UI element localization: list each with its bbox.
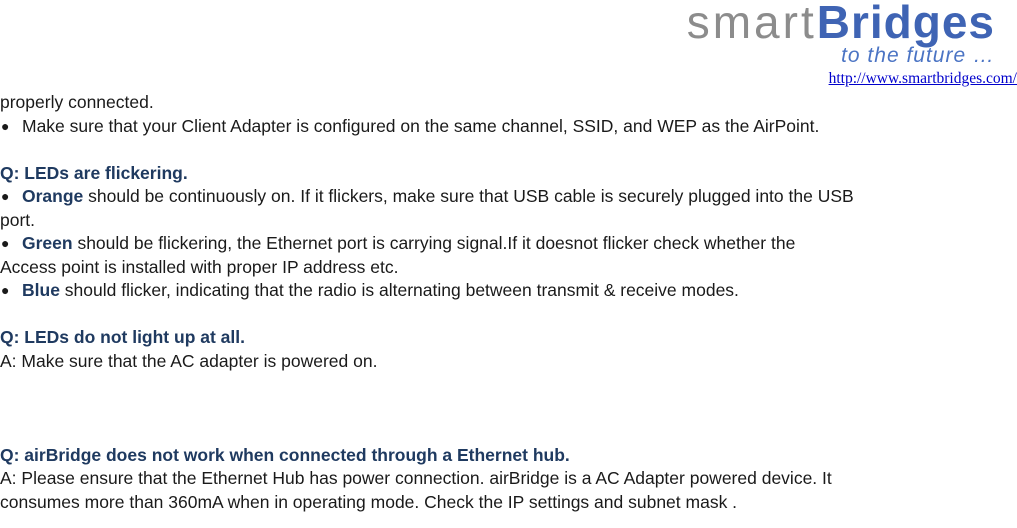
logo-wordmark: smartBridges	[687, 0, 995, 50]
bullet-text: should be continuously on. If it flicker…	[83, 186, 854, 206]
bullet-item: ● Make sure that your Client Adapter is …	[0, 115, 1012, 139]
bullet-icon: ●	[1, 117, 10, 134]
answer-text: consumes more than 360mA when in operati…	[0, 491, 738, 512]
bullet-icon: ●	[1, 282, 10, 298]
continued-text: properly connected.	[0, 92, 154, 112]
website-link[interactable]: http://www.smartbridges.com/	[828, 70, 1017, 87]
bullet-item-orange: ● Orange should be continuously on. If i…	[0, 185, 1012, 209]
logo-tagline: to the future …	[841, 44, 995, 67]
question-heading: Q: LEDs are flickering.	[0, 162, 188, 183]
question-heading: Q: LEDs do not light up at all.	[0, 327, 245, 347]
led-name-orange: Orange	[22, 186, 84, 206]
led-name-green: Green	[22, 233, 73, 253]
logo-bridges: Bridges	[816, 0, 995, 48]
bullet-item-green: ● Green should be flickering, the Ethern…	[0, 232, 1012, 256]
logo-smart: smart	[686, 0, 817, 48]
bullet-icon: ●	[1, 235, 10, 251]
bullet-icon: ●	[1, 188, 10, 204]
bullet-text: Make sure that your Client Adapter is co…	[22, 115, 820, 136]
bullet-text: should be flickering, the Ethernet port …	[72, 233, 796, 253]
answer-text: A: Make sure that the AC adapter is powe…	[0, 350, 378, 371]
bullet-item-blue: ● Blue should flicker, indicating that t…	[0, 279, 1012, 303]
answer-text: A: Please ensure that the Ethernet Hub h…	[0, 468, 832, 488]
continued-text: Access point is installed with proper IP…	[0, 256, 399, 277]
bullet-text: should flicker, indicating that the radi…	[59, 280, 739, 300]
smartbridges-logo: smartBridges to the future …	[655, 0, 995, 70]
question-heading: Q: airBridge does not work when connecte…	[0, 444, 570, 465]
document-body: properly connected. ● Make sure that you…	[0, 91, 1012, 514]
led-name-blue: Blue	[22, 280, 60, 300]
continued-text: port.	[0, 209, 36, 230]
